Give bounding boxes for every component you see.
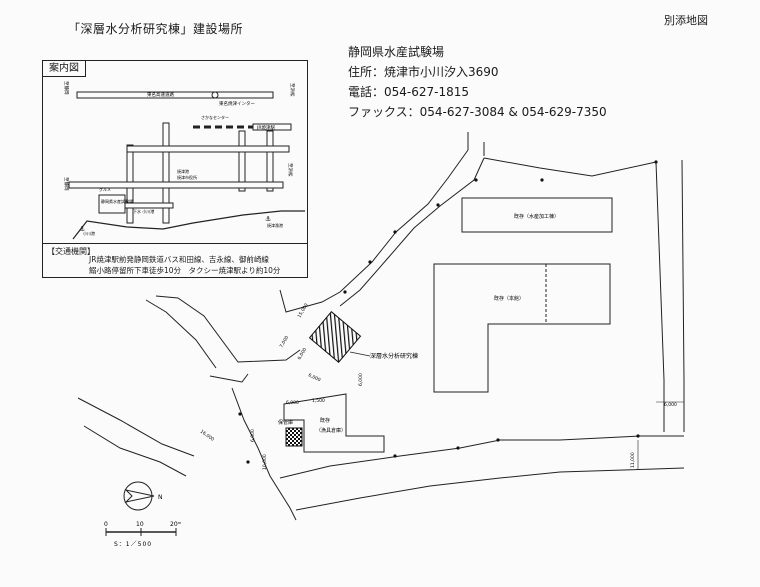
dimension-label: 16,000: [199, 429, 215, 443]
page-title: 「深層水分析研究棟」建設場所: [68, 22, 244, 36]
dimension-label: 10,000: [262, 454, 268, 470]
gourmet-label: グルメ: [99, 186, 111, 192]
right-top-label: 至浜松: [289, 83, 296, 97]
dimension-label: 6,000: [358, 373, 364, 386]
leader-line: [349, 351, 371, 357]
new-building-label: 深層水分析研究棟: [370, 352, 418, 360]
survey-point: [496, 438, 500, 442]
survey-point: [246, 460, 250, 464]
ic-label: 東名焼津インター: [219, 100, 255, 107]
road-bottom-upper: [279, 435, 684, 479]
port-right-label: 焼津漁港: [267, 222, 283, 228]
center-label: さかなセンター: [201, 114, 229, 120]
access-road-left: [279, 149, 469, 313]
survey-point: [474, 178, 478, 182]
left-mid-label: 至静岡: [63, 177, 70, 191]
address: 住所：焼津市小川汐入3690: [348, 65, 499, 79]
scale-20-label: 20ᵐ: [170, 521, 182, 528]
road-sw: [83, 425, 187, 477]
road-v1: [162, 122, 170, 224]
survey-point: [436, 203, 440, 207]
station-label: JR焼津駅: [256, 124, 275, 131]
road-v3: [238, 130, 246, 192]
survey-point: [456, 446, 460, 450]
phone: 電話：054-627-1815: [348, 85, 470, 99]
north-arrow-icon: [124, 489, 155, 503]
road-left: [155, 295, 301, 363]
lab-box: [98, 194, 126, 214]
road-sw-upper: [77, 397, 195, 457]
bus-stop-label: 下水 小川港: [133, 208, 154, 214]
storage-label: 保管庫: [278, 419, 293, 426]
building-main-label: 既存（本館）: [494, 295, 524, 302]
right-mid-label: 至浜松: [287, 163, 294, 177]
transport-label: 【交通機関】: [47, 247, 95, 256]
new-building-hatch: [308, 311, 362, 363]
scale-0-label: 0: [104, 521, 108, 528]
building-warehouse: [283, 393, 385, 453]
transport-line-1: JR焼津駅前発静岡鉄道バス和田線、吉永線、御前崎線: [89, 255, 269, 264]
road-bottom: [295, 467, 685, 511]
survey-point: [636, 434, 640, 438]
access-road-inner: [339, 157, 485, 307]
building-warehouse-label-1: 既存: [320, 417, 330, 424]
transport-line-2: 鰯小路停留所下車徒歩10分 タクシー焼津駅より約10分: [89, 266, 281, 275]
road-left-2: [209, 373, 249, 383]
contact-info: 静岡県水産試験場 住所：焼津市小川汐入3690 電話：054-627-1815 …: [348, 42, 607, 122]
dimension-label: 6,000: [307, 372, 321, 383]
mid-label-1: 焼津港: [177, 168, 189, 174]
road-sw-edge: [231, 387, 297, 521]
property-line: [655, 161, 665, 432]
storage-box: [285, 427, 303, 447]
guide-title: 案内図: [43, 61, 86, 77]
survey-point: [393, 454, 397, 458]
survey-point: [393, 230, 397, 234]
scale-10-label: 10: [136, 521, 144, 528]
anchor-icon-2: ⚓: [265, 215, 271, 223]
expressway-road: [76, 91, 274, 99]
org-name: 静岡県水産試験場: [348, 45, 445, 59]
dimension-label: 6,000: [664, 402, 677, 408]
dimension-label: 6,000: [297, 347, 309, 361]
road-h2: [68, 181, 284, 189]
survey-point: [238, 412, 242, 416]
dimension-label: 11,000: [630, 452, 636, 468]
dimension-label: 15,000: [297, 302, 310, 319]
lab-label: 静岡県水産試験場: [101, 198, 133, 204]
transport-section: 【交通機関】 JR焼津駅前発静岡鉄道バス和田線、吉永線、御前崎線 鰯小路停留所下…: [43, 243, 307, 277]
scale-ratio-label: S：1／500: [114, 541, 152, 548]
port-label: 小川港: [83, 230, 95, 236]
building-main: [433, 263, 611, 393]
access-road-right: [483, 157, 657, 177]
fax: ファックス：054-627-3084 & 054-629-7350: [348, 105, 607, 119]
building-warehouse-label-2: （漁具倉庫）: [316, 427, 346, 434]
dimension-label: 7,000: [279, 335, 291, 349]
dimension-label: 6,000: [250, 429, 256, 442]
road-v4: [266, 130, 274, 192]
road-h1: [126, 145, 290, 153]
station-box: [252, 123, 292, 131]
anchor-icon: ⚓: [79, 225, 85, 233]
attachment-label: 別添地図: [664, 14, 708, 27]
mid-label-2: 焼津市役所: [177, 174, 197, 180]
building-processing: [461, 197, 613, 233]
survey-point: [343, 290, 347, 294]
dimension-label: 6,000: [286, 400, 299, 406]
survey-point: [368, 260, 372, 264]
shoreline: [72, 210, 305, 240]
survey-point: [540, 178, 544, 182]
left-top-label: 至静岡: [63, 81, 70, 95]
expressway-label: 東名高速道路: [147, 91, 174, 98]
property-line-outer: [681, 159, 685, 432]
building-processing-label: 既存（水産加工棟）: [514, 213, 559, 220]
ic-marker: [211, 91, 219, 99]
north-label: N: [158, 494, 163, 501]
dimension-label: 1,500: [312, 398, 325, 404]
guide-map: 東名高速道路 東名焼津インター 至静岡 至浜松 JR焼津駅 さかなセンター 至静…: [42, 60, 308, 278]
road-left-upper: [145, 299, 217, 369]
guide-map-drawing: 東名高速道路 東名焼津インター 至静岡 至浜松 JR焼津駅 さかなセンター 至静…: [63, 81, 305, 240]
